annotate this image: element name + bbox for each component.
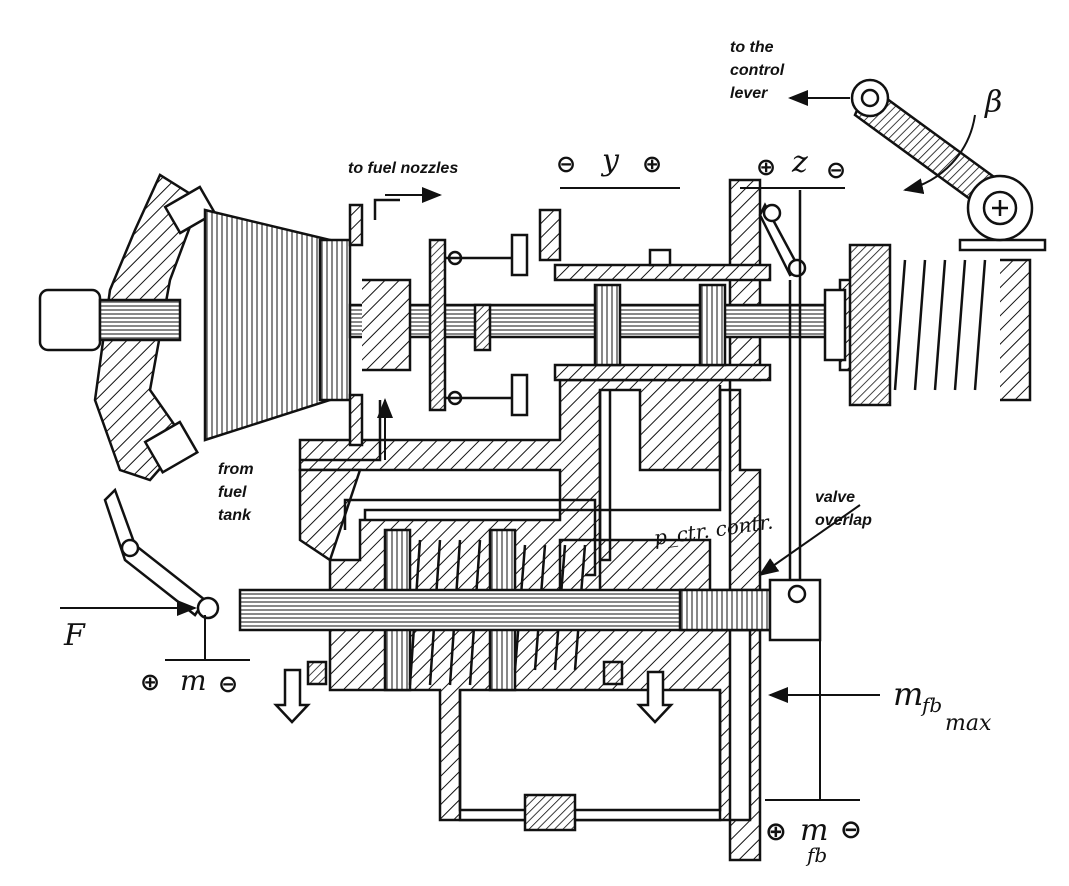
m-fb-main: m (800, 813, 828, 848)
control-lever-label-line2: control (730, 62, 785, 79)
pilot-valve (553, 248, 772, 382)
m-fb-max-sub: fb (920, 693, 942, 717)
valve-overlap-label-line2: overlap (815, 512, 872, 529)
force-symbol: F (63, 618, 86, 653)
z-var: z (791, 145, 808, 180)
nozzle-flange (348, 203, 412, 447)
control-lever-label-line1: to the (730, 39, 774, 56)
y-minus-symbol: ⊖ (556, 150, 576, 178)
beta-symbol: β (984, 85, 1002, 120)
z-minus-symbol: ⊖ (826, 156, 846, 184)
control-lever-label-line3: lever (730, 85, 768, 102)
y-plus-symbol: ⊕ (642, 150, 662, 178)
fuel-nozzles-label: to fuel nozzles (348, 160, 458, 177)
housing (298, 178, 762, 862)
z-plus-symbol: ⊕ (756, 153, 776, 181)
flyweight-assembly (428, 233, 529, 417)
arrow-lines (60, 90, 976, 801)
m-fb-max-main: m (893, 675, 923, 713)
feedback-linkage (758, 190, 807, 580)
m-fb-sub: fb (805, 843, 827, 867)
centrifugal-governor (93, 173, 352, 617)
m-fb-plus-symbol: ⊕ (765, 817, 787, 847)
m-fb-max-subsub: max (945, 711, 992, 736)
fuel-tank-label-line3: tank (218, 507, 252, 524)
valve-overlap-label-line1: valve (815, 489, 855, 506)
y-var: y (600, 143, 620, 178)
servo-piston (120, 528, 822, 832)
control-spring (823, 238, 1047, 407)
fuel-channels (300, 198, 722, 812)
m-plus-symbol: ⊕ (140, 668, 160, 696)
fuel-tank-label-line1: from (218, 461, 254, 478)
m-fb-minus-symbol: ⊖ (840, 815, 862, 845)
m-var: m (180, 664, 207, 697)
control-lever (850, 78, 1034, 242)
fuel-tank-label-line2: fuel (218, 484, 247, 501)
m-minus-symbol: ⊖ (218, 670, 238, 698)
